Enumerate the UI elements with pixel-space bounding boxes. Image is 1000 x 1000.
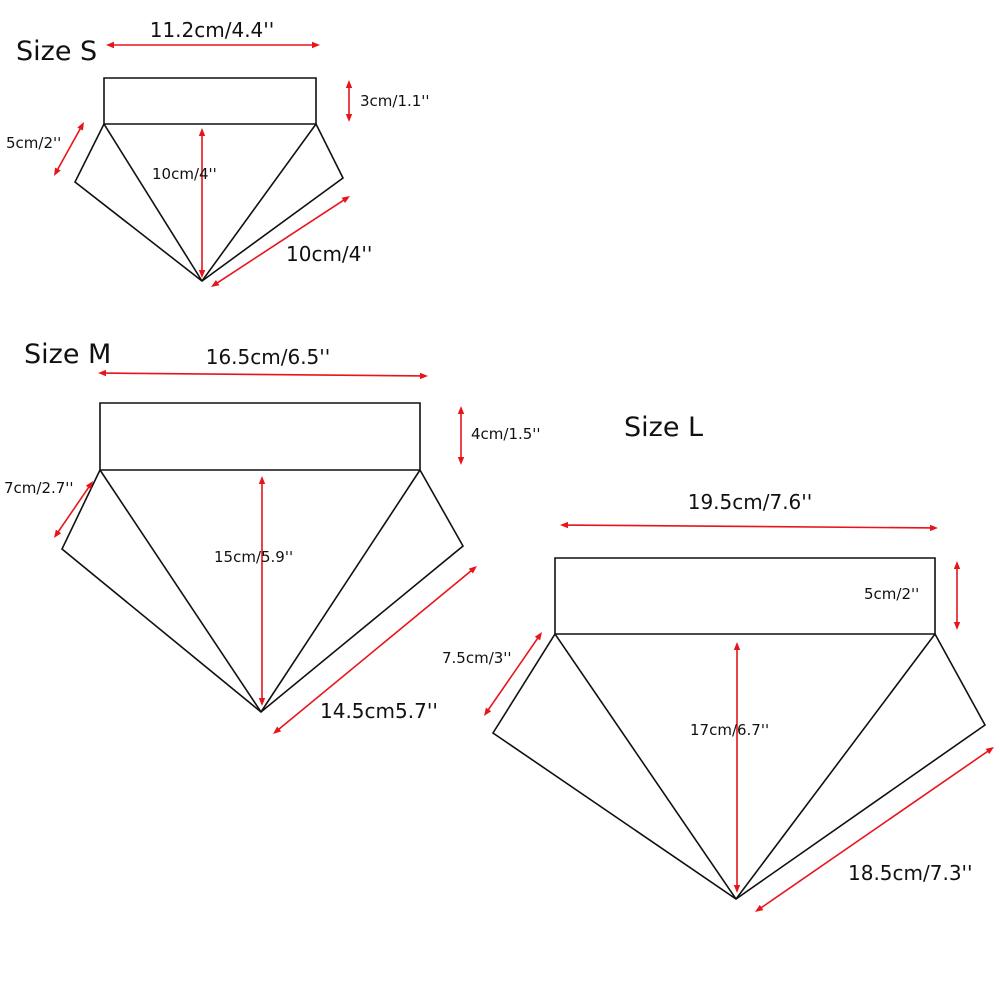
size-s-left-seam: [103, 123, 203, 282]
size-s-band-height-arrow: [345, 80, 353, 122]
size-l-diagonal-label: 18.5cm/7.3'': [848, 861, 973, 885]
size-m-waistband: [99, 402, 421, 471]
arrowhead: [198, 270, 206, 278]
size-l-width-arrow: [560, 521, 938, 532]
dimension-line: [101, 372, 425, 377]
size-s-waistband: [103, 77, 317, 125]
arrowhead: [312, 41, 320, 49]
size-l-side-arrow: [484, 632, 542, 716]
size-l-width-label: 19.5cm/7.6'': [688, 490, 813, 514]
size-m-width-arrow: [98, 369, 428, 380]
arrowhead: [468, 566, 477, 574]
size-m-left-seam: [99, 469, 262, 713]
size-l-title: Size L: [624, 412, 703, 443]
size-l-center-height-arrow: [733, 642, 741, 893]
arrowhead: [560, 521, 569, 529]
size-l-side-label: 7.5cm/3'': [442, 649, 512, 667]
arrowhead: [733, 642, 741, 650]
arrowhead: [929, 524, 938, 532]
arrowhead: [258, 698, 266, 706]
arrowhead: [211, 279, 220, 287]
dimension-line: [55, 483, 92, 536]
size-s-diagonal-label: 10cm/4'': [286, 242, 372, 266]
arrowhead: [484, 707, 492, 716]
size-m-center-height-label: 15cm/5.9'': [214, 548, 293, 566]
size-m-band-height-label: 4cm/1.5'': [471, 425, 541, 443]
arrowhead: [419, 372, 428, 380]
size-m-right-seam: [260, 469, 421, 713]
size-m-title: Size M: [24, 339, 111, 370]
size-s-band-height-label: 3cm/1.1'': [360, 92, 430, 110]
arrowhead: [273, 726, 282, 734]
size-s-right-seam: [201, 123, 317, 282]
arrowhead: [534, 632, 542, 641]
arrowhead: [341, 196, 350, 204]
size-s-side-label: 5cm/2'': [6, 134, 61, 152]
dimension-line: [563, 524, 935, 529]
size-l-outer-outline: [491, 633, 987, 900]
dimension-line: [55, 125, 83, 173]
dimension-line: [757, 748, 992, 911]
size-m-width-label: 16.5cm/6.5'': [206, 345, 331, 369]
size-l-band-height-arrow: [953, 561, 961, 630]
arrowhead: [77, 122, 84, 131]
arrowhead: [54, 167, 61, 176]
arrowhead: [457, 406, 465, 414]
arrowhead: [85, 481, 93, 490]
dimension-line: [485, 634, 541, 714]
size-s-diagonal-arrow: [211, 196, 350, 287]
arrowhead: [953, 622, 961, 630]
arrowhead: [198, 128, 206, 136]
size-l-left-seam: [554, 633, 737, 900]
arrowhead: [98, 369, 107, 377]
size-s-width-label: 11.2cm/4.4'': [150, 18, 275, 42]
dimension-line: [213, 197, 348, 286]
size-s-width-arrow: [106, 41, 320, 49]
arrowhead: [258, 476, 266, 484]
size-m-band-height-arrow: [457, 406, 465, 465]
size-m-center-height-arrow: [258, 476, 266, 706]
arrowhead: [457, 457, 465, 465]
size-m-diagonal-arrow: [273, 566, 477, 734]
size-l-band-height-label: 5cm/2'': [864, 585, 919, 603]
dimension-line: [275, 567, 475, 733]
arrowhead: [733, 885, 741, 893]
size-s-group: Size S 11.2cm/4.4'' 3cm/1.1'' 5cm/2'' 10…: [6, 18, 430, 287]
size-l-right-seam: [735, 633, 936, 900]
arrowhead: [345, 114, 353, 122]
arrowhead: [54, 529, 62, 538]
arrowhead: [953, 561, 961, 569]
size-s-center-height-arrow: [198, 128, 206, 278]
size-l-diagonal-arrow: [755, 747, 994, 912]
arrowhead: [345, 80, 353, 88]
arrowhead: [755, 904, 764, 912]
size-m-group: Size M 16.5cm/6.5'' 4cm/1.5'' 7cm/2.7'' …: [4, 339, 541, 734]
arrowhead: [106, 41, 114, 49]
size-s-title: Size S: [16, 36, 97, 67]
size-m-side-arrow: [54, 481, 93, 538]
size-s-center-height-label: 10cm/4'': [152, 165, 217, 183]
arrowhead: [985, 747, 994, 755]
size-m-side-label: 7cm/2.7'': [4, 479, 74, 497]
size-l-center-height-label: 17cm/6.7'': [690, 721, 769, 739]
size-s-side-arrow: [54, 122, 84, 176]
size-m-diagonal-label: 14.5cm5.7'': [320, 699, 438, 723]
size-l-group: Size L 19.5cm/7.6'' 5cm/2'' 7.5cm/3'' 17…: [442, 412, 994, 912]
